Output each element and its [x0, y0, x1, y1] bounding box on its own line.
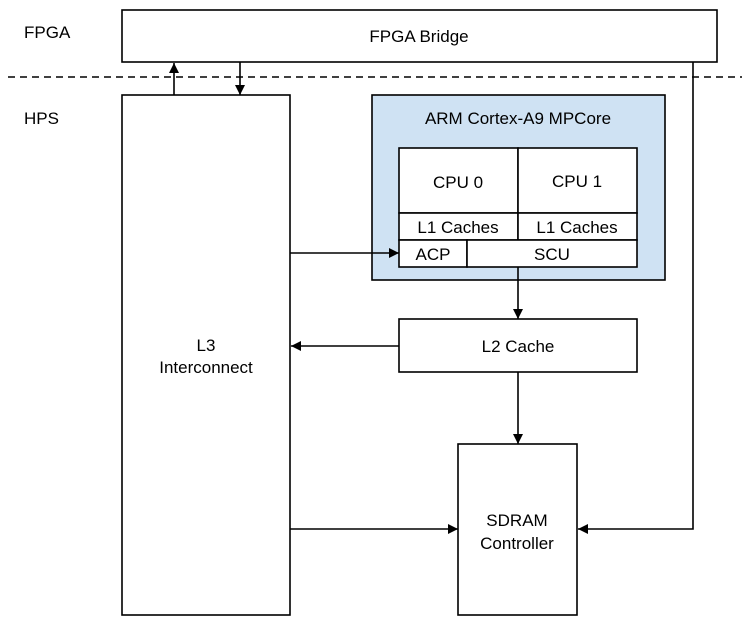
- acp-label: ACP: [416, 245, 451, 264]
- scu-block: [466, 239, 638, 268]
- sdram-label-line2: Controller: [480, 534, 554, 553]
- cpu1-block: [517, 147, 638, 214]
- scu-label: SCU: [534, 245, 570, 264]
- l3-label-line2: Interconnect: [159, 358, 253, 377]
- l1-caches-1-label: L1 Caches: [536, 218, 617, 237]
- l1-caches-0-label: L1 Caches: [417, 218, 498, 237]
- l2-cache-label: L2 Cache: [482, 337, 555, 356]
- sdram-controller-block: [457, 443, 578, 616]
- l1-caches-1-block: [517, 212, 638, 241]
- l3-label-line1: L3: [197, 336, 216, 355]
- region-label-hps: HPS: [24, 109, 59, 128]
- fpga-bridge-label: FPGA Bridge: [369, 27, 468, 46]
- region-label-fpga: FPGA: [24, 23, 71, 42]
- arm-mpcore-label: ARM Cortex-A9 MPCore: [425, 109, 611, 128]
- arrow-fpga-bridge-to-sdram: [578, 62, 694, 534]
- fpga-bridge-block: [121, 9, 718, 63]
- l3-interconnect-block: [121, 94, 291, 616]
- l2-cache-block: [398, 318, 638, 373]
- sdram-label-line1: SDRAM: [486, 511, 547, 530]
- cpu1-label: CPU 1: [552, 172, 602, 191]
- cpu0-label: CPU 0: [433, 173, 483, 192]
